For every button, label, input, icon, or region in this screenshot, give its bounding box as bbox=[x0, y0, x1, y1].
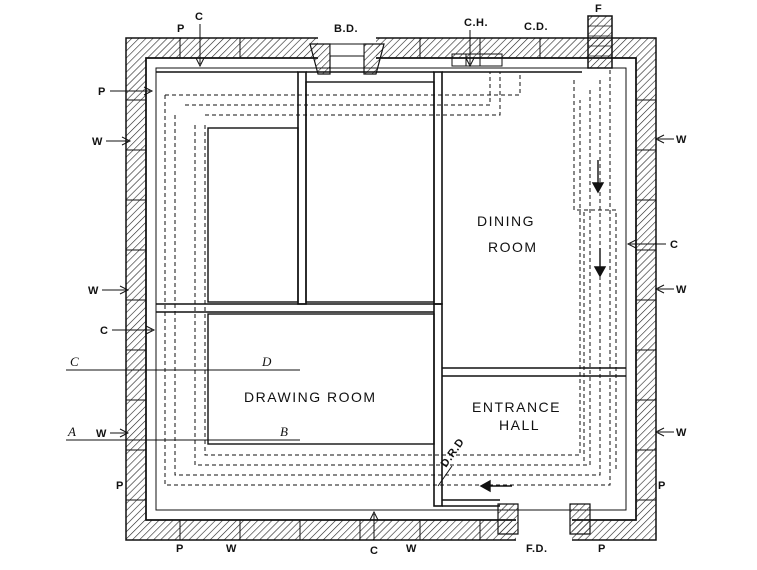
cavity-line bbox=[155, 67, 627, 511]
back-door-jambs bbox=[309, 43, 385, 75]
label-w-left-2: W bbox=[88, 285, 99, 297]
label-w-left-1: W bbox=[92, 136, 103, 148]
label-front-door: F.D. bbox=[526, 543, 548, 555]
label-w-right-3: W bbox=[676, 427, 687, 439]
label-section-b: B bbox=[280, 424, 288, 439]
inner-wall-line bbox=[145, 57, 637, 521]
entrance-hall-label-line1: ENTRANCE bbox=[472, 399, 561, 415]
label-section-d: D bbox=[261, 354, 272, 369]
wall-brick-joints bbox=[126, 38, 656, 540]
coal-hatch bbox=[451, 53, 503, 67]
label-w-left-3: W bbox=[96, 428, 107, 440]
label-section-c: C bbox=[70, 354, 79, 369]
back-door-step bbox=[329, 43, 365, 57]
label-coal-hatch: C.H. bbox=[464, 17, 488, 29]
label-p-left: P bbox=[98, 86, 106, 98]
entrance-hall-label-line2: HALL bbox=[499, 417, 540, 433]
label-p-top: P bbox=[177, 23, 185, 35]
label-cellar-door: C.D. bbox=[524, 21, 548, 33]
label-back-door: B.D. bbox=[334, 23, 358, 35]
drawing-room-label: DRAWING ROOM bbox=[244, 389, 377, 405]
partition-walls bbox=[156, 71, 626, 507]
flow-arrows bbox=[479, 160, 607, 493]
label-w-right-1: W bbox=[676, 134, 687, 146]
label-p-bottom-2: P bbox=[598, 543, 606, 555]
dashed-pipes bbox=[164, 70, 617, 486]
label-c-right: C bbox=[670, 239, 678, 251]
label-section-a: A bbox=[67, 424, 76, 439]
label-w-right-2: W bbox=[676, 284, 687, 296]
label-p-right: P bbox=[658, 480, 666, 492]
label-p-bottom-1: P bbox=[176, 543, 184, 555]
label-p-left-bottom: P bbox=[116, 480, 124, 492]
flue-stack bbox=[587, 15, 613, 69]
label-c-bottom: C bbox=[370, 545, 378, 557]
front-door-opening bbox=[516, 518, 572, 544]
label-c-left: C bbox=[100, 325, 108, 337]
label-w-bottom-1: W bbox=[226, 543, 237, 555]
room-outlines bbox=[207, 81, 435, 445]
front-door-jambs bbox=[497, 503, 591, 535]
label-flue: F bbox=[595, 3, 602, 15]
dining-room-label-line2: ROOM bbox=[488, 239, 538, 255]
label-c-top: C bbox=[195, 11, 203, 23]
dining-room-label-line1: DINING bbox=[477, 213, 535, 229]
label-w-bottom-2: W bbox=[406, 543, 417, 555]
